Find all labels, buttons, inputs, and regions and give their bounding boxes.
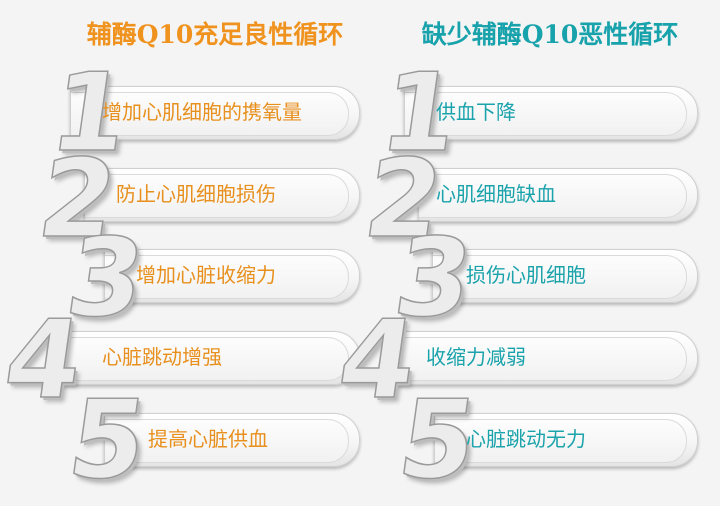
- step-number-5: 5: [61, 377, 155, 504]
- left-column-title: 辅酶Q10充足良性循环: [86, 20, 344, 49]
- pill-banner: [70, 86, 360, 140]
- pill-banner: [84, 168, 360, 222]
- pill-banner: [62, 331, 360, 385]
- right-item-label: 收缩力减弱: [426, 345, 526, 369]
- left-item-4: 4 心脏跳动增强: [0, 297, 370, 424]
- left-item-label: 提高心脏供血: [148, 427, 268, 451]
- right-item-1: 1 供血下降: [0, 50, 720, 177]
- pill-banner: [104, 249, 360, 303]
- left-item-label: 防止心肌细胞损伤: [116, 182, 276, 206]
- pill-banner: [404, 86, 698, 140]
- pill-banner: [418, 168, 698, 222]
- left-item-label: 增加心肌细胞的携氧量: [102, 100, 302, 124]
- pill-banner: [104, 413, 360, 467]
- left-item-2: 2 防止心肌细胞损伤: [0, 136, 370, 263]
- right-column-title: 缺少辅酶Q10恶性循环: [421, 20, 679, 49]
- right-item-label: 心脏跳动无力: [466, 427, 586, 451]
- pill-banner: [432, 249, 698, 303]
- right-item-label: 心肌细胞缺血: [436, 182, 556, 206]
- right-item-5: 5 心脏跳动无力: [0, 377, 720, 504]
- pill-banner: [434, 413, 698, 467]
- left-item-label: 心脏跳动增强: [102, 345, 222, 369]
- right-item-label: 供血下降: [436, 100, 516, 124]
- left-item-5: 5 提高心脏供血: [0, 377, 370, 504]
- left-item-label: 增加心脏收缩力: [136, 263, 276, 287]
- left-item-1: 1 增加心肌细胞的携氧量: [0, 50, 370, 177]
- right-item-3: 3 损伤心肌细胞: [0, 215, 720, 342]
- right-item-4: 4 收缩力减弱: [0, 297, 720, 424]
- pill-banner: [396, 331, 698, 385]
- right-item-label: 损伤心肌细胞: [466, 263, 586, 287]
- left-item-3: 3 增加心脏收缩力: [0, 215, 370, 342]
- step-number-4: 4: [0, 297, 91, 424]
- right-item-2: 2 心肌细胞缺血: [0, 136, 720, 263]
